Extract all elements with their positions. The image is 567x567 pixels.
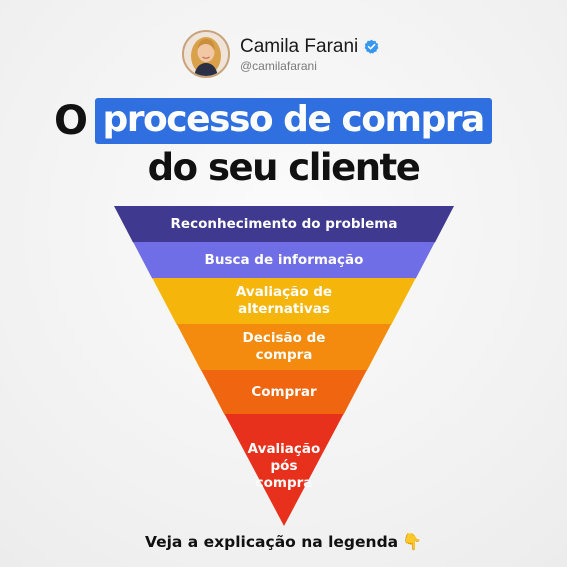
funnel-stage-label-line: Comprar (251, 383, 317, 400)
pointing-down-icon: 👇 (402, 532, 423, 551)
funnel-stage-label-line: Reconhecimento do problema (170, 215, 398, 232)
funnel-stage-4 (176, 324, 392, 371)
funnel-stage-label-1: Reconhecimento do problema (112, 216, 456, 233)
profile-header: Camila Farani @camilafarani (182, 28, 379, 80)
funnel-stage-label-2: Busca de informação (112, 252, 456, 269)
footer-caption: Veja a explicação na legenda👇 (0, 531, 567, 553)
title-highlight: processo de compra (94, 98, 492, 144)
funnel-stage-label-line: Avaliação de (235, 284, 333, 300)
profile-name-row: Camila Farani (240, 36, 379, 58)
title-line-1: O processo de compra (54, 96, 492, 146)
title-word-o: O (54, 98, 88, 144)
funnel-stage-label-line: alternativas (238, 301, 330, 317)
funnel-stage-6 (224, 414, 344, 526)
funnel-stage-5 (201, 370, 367, 415)
funnel-svg (114, 206, 454, 526)
funnel-stage-label-line: compra (255, 347, 313, 363)
funnel-stage-label-5: Comprar (112, 384, 456, 401)
profile-text: Camila Farani @camilafarani (240, 36, 379, 73)
funnel-stage-2 (133, 242, 435, 279)
funnel-stage-1 (114, 206, 454, 243)
funnel-stage-3 (152, 278, 416, 325)
funnel-stage-label-line: Decisão de (242, 330, 326, 346)
funnel-stage-label-line: Avaliação (247, 440, 321, 457)
profile-name: Camila Farani (240, 35, 359, 57)
funnel-stage-label-line: compra (255, 474, 313, 491)
footer-text: Veja a explicação na legenda (144, 533, 399, 551)
funnel-stage-label-line: Busca de informação (204, 251, 364, 268)
avatar (182, 30, 230, 78)
avatar-portrait-icon (184, 32, 228, 76)
verified-badge-icon (364, 39, 379, 54)
profile-handle: @camilafarani (240, 58, 317, 73)
funnel-stage-label-line: pós (270, 457, 298, 474)
title-line-2: do seu cliente (147, 146, 421, 189)
